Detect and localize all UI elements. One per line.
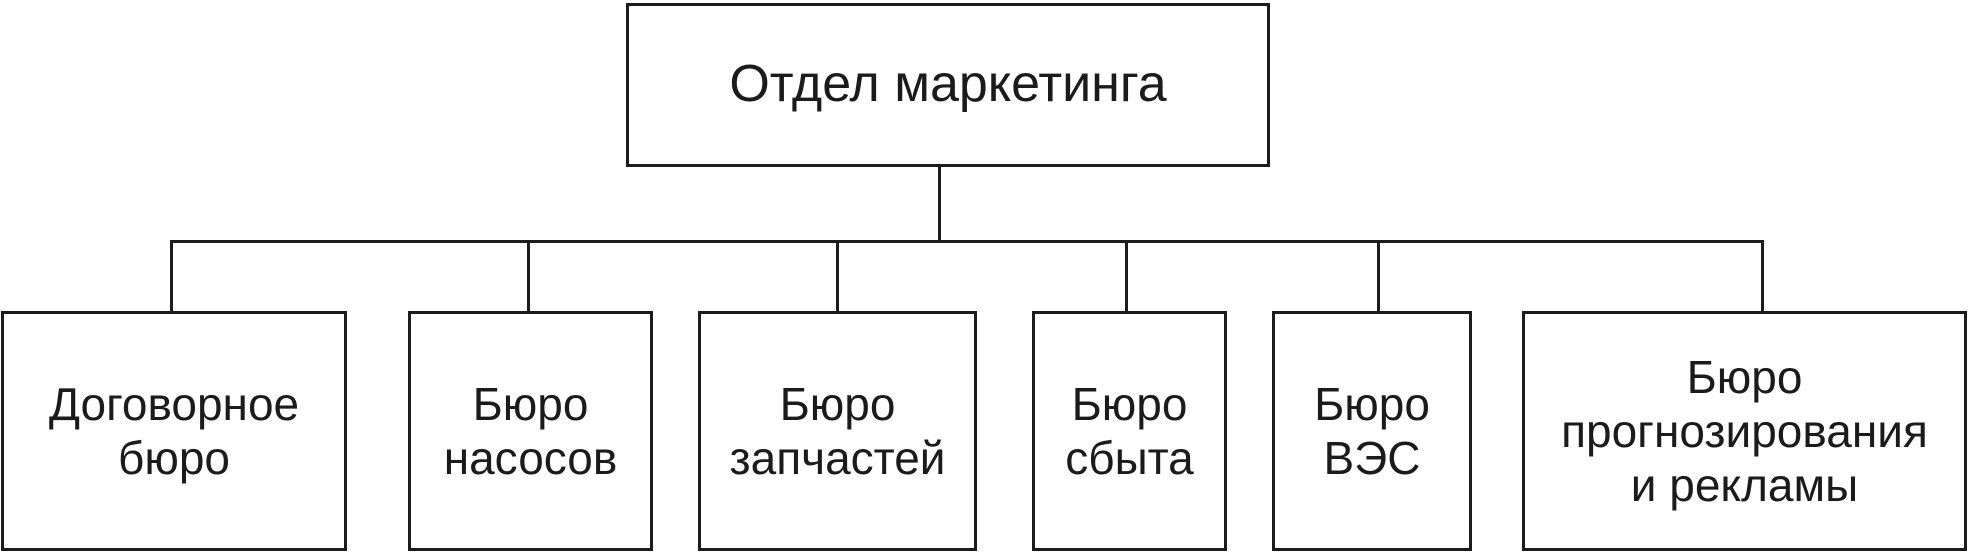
org-node-byuro-prognozirovaniya-i-reklamy: Бюро прогнозирования и рекламы [1522,311,1967,551]
org-node-byuro-nasosov: Бюро насосов [408,311,653,551]
org-node-dogovornoe-byuro: Договорное бюро [1,311,347,551]
org-node-label: Бюро ВЭС [1314,377,1430,484]
connector-drop-byuro-sbyta [1125,240,1128,311]
connector-drop-byuro-prognozirovaniya [1761,240,1764,311]
connector-drop-byuro-nasosov [527,240,530,311]
org-node-byuro-zapchastey: Бюро запчастей [698,311,977,551]
org-node-root-label: Отдел маркетинга [729,55,1167,114]
connector-drop-dogovornoe-byuro [170,240,173,311]
connector-drop-byuro-zapchastey [836,240,839,311]
org-node-root: Отдел маркетинга [626,3,1270,167]
org-node-label: Договорное бюро [48,377,300,484]
org-node-label: Бюро сбыта [1065,377,1194,484]
connector-drop-byuro-ves [1377,240,1380,311]
org-node-byuro-sbyta: Бюро сбыта [1032,311,1227,551]
connector-stem [938,167,941,243]
org-node-byuro-ves: Бюро ВЭС [1272,311,1472,551]
connector-rail [170,240,1764,243]
org-node-label: Бюро запчастей [729,377,946,484]
org-node-label: Бюро прогнозирования и рекламы [1561,350,1928,512]
org-node-label: Бюро насосов [443,377,618,484]
